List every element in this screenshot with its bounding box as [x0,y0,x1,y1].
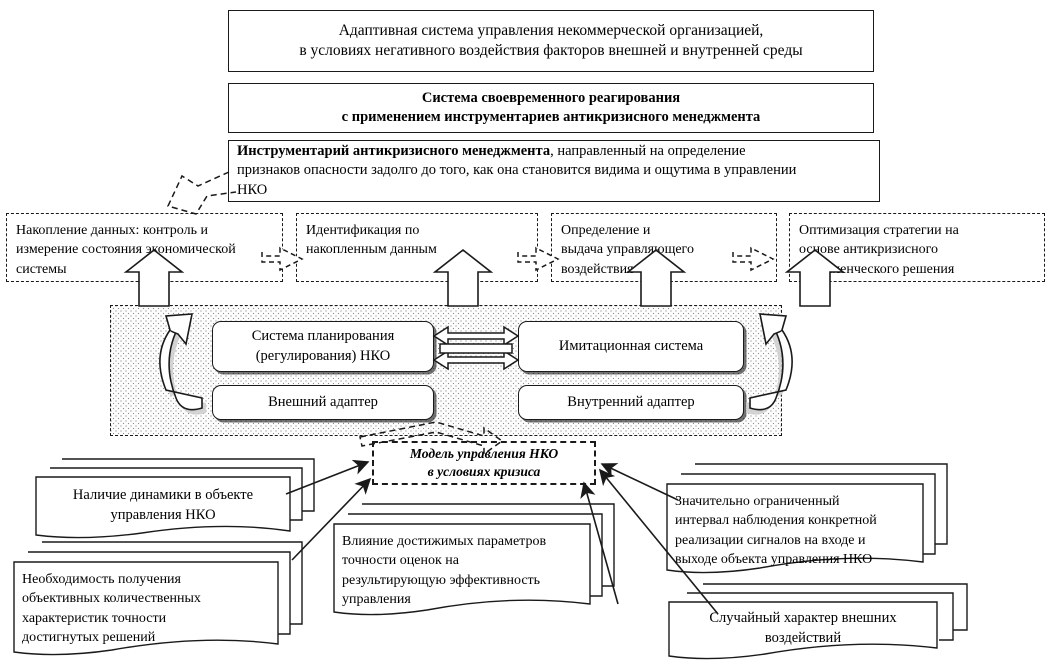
card-random-external: Случайный характер внешних воздействий [655,578,975,664]
title-banner: Адаптивная система управления некоммерче… [228,10,874,72]
card-accuracy-line2: точности оценок на [342,553,459,569]
simulation-system-label: Имитационная система [558,337,704,354]
toolkit-to-stages-connector [166,171,237,215]
stage-accumulation-line3: системы [16,261,67,277]
card-objective-line2: объективных количественных [22,591,201,607]
stage-accumulation-line1: Накопление данных: контроль и [16,223,208,238]
model-label-line2: в условиях кризиса [427,464,541,479]
external-adapter-card: Внешний адаптер [212,385,434,420]
card-random-external-text: Случайный характер внешних воздействий [679,608,927,648]
planning-system-card: Система планирования (регулирования) НКО [212,321,434,372]
toolkit-banner-bold-lead: Инструментарий антикризисного менеджмент… [237,143,551,160]
stage-identification-line2: накопленным данным [306,242,437,258]
subtitle-banner: Система своевременного реагирования с пр… [228,83,874,133]
internal-adapter-label: Внутренний адаптер [567,393,695,410]
stage-optimization-line2: основе антикризисного [799,242,939,258]
card-objective-characteristics-text: Необходимость получения объективных коли… [22,570,270,647]
card-objective-line3: характеристик точности [22,610,167,626]
card-dynamics-text: Наличие динамики в объекте управления НК… [42,485,284,525]
card-dynamics-line2: управления НКО [110,507,216,523]
planning-system-line2: (регулирования) НКО [255,347,391,364]
title-banner-line1: Адаптивная система управления некоммерче… [338,21,764,39]
subtitle-banner-line1: Система своевременного реагирования [421,89,681,106]
stage-identification-line1: Идентификация по [306,223,420,238]
stage-optimization-line3: управленческого решения [799,261,955,277]
stage-accumulation: Накопление данных: контроль и измерение … [6,213,283,282]
title-banner-line2: в условиях негативного воздействия факто… [299,42,803,59]
card-dynamics: Наличие динамики в объекте управления НК… [22,449,322,541]
model-label-line1: Модель управления НКО [409,446,559,462]
toolkit-banner-rest: , направленный на определение [550,143,746,160]
card-accuracy-influence-text: Влияние достижимых параметров точности о… [342,532,582,609]
planning-system-line1: Система планирования [251,327,395,344]
card-objective-characteristics: Необходимость получения объективных коли… [2,534,312,662]
toolkit-banner-line3: НКО [237,181,268,198]
card-limited-line2: интервал наблюдения конкретной [675,513,877,529]
card-limited-line3: реализации сигналов на входе и [675,532,866,548]
toolkit-banner-line1: Инструментарий антикризисного менеджмент… [237,142,871,161]
card-random-line2: воздействий [764,630,842,646]
card-random-line1: Случайный характер внешних [709,610,897,626]
card-limited-interval: Значительно ограниченный интервал наблюд… [655,458,955,576]
toolkit-banner: Инструментарий антикризисного менеджмент… [228,140,880,202]
card-accuracy-influence: Влияние достижимых параметров точности о… [322,498,622,620]
card-limited-interval-text: Значительно ограниченный интервал наблюд… [675,492,915,569]
card-objective-line1: Необходимость получения [22,572,181,587]
card-accuracy-line4: управления [342,591,411,607]
card-limited-line4: выходе объекта управления НКО [675,551,873,567]
stage-definition-line3: воздействия [561,261,634,277]
stage-definition-line2: выдача управляющего [561,242,694,258]
internal-adapter-card: Внутренний адаптер [518,385,744,420]
card-dynamics-line1: Наличие динамики в объекте [72,487,254,503]
card-objective-line4: достигнутых решений [22,629,156,645]
external-adapter-label: Внешний адаптер [268,393,378,410]
card-accuracy-line3: результирующую эффективность [342,572,541,588]
stage-definition: Определение и выдача управляющего воздей… [551,213,777,282]
toolkit-banner-line2: признаков опасности задолго до того, как… [237,162,797,179]
subtitle-banner-line2: с применением инструментариев антикризис… [341,109,761,125]
model-label-box: Модель управления НКО в условиях кризиса [372,441,596,485]
card-limited-line1: Значительно ограниченный [675,494,840,509]
stage-identification: Идентификация по накопленным данным [296,213,538,282]
stage-optimization: Оптимизация стратегии на основе антикриз… [789,213,1045,282]
simulation-system-card: Имитационная система [518,321,744,372]
stage-definition-line1: Определение и [561,223,651,238]
card-accuracy-line1: Влияние достижимых параметров [342,534,547,549]
stage-optimization-line1: Оптимизация стратегии на [799,223,959,238]
stage-accumulation-line2: измерение состояния экономической [16,242,236,258]
